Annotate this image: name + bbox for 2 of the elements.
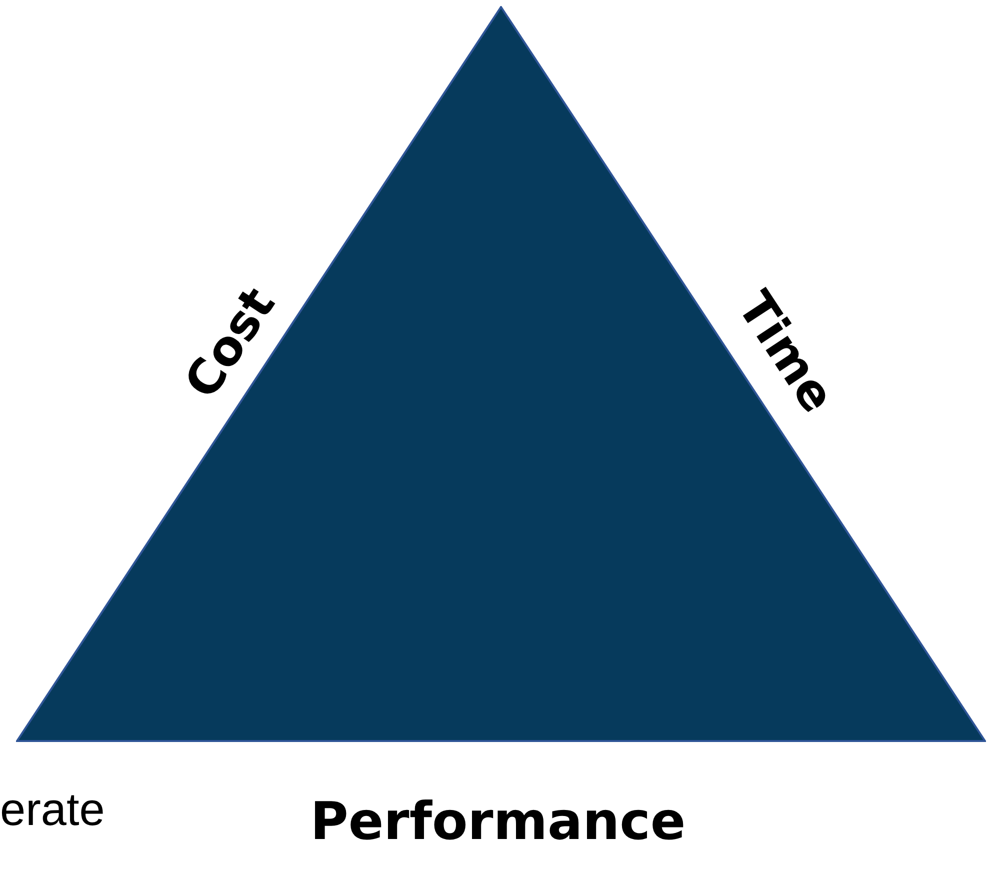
note-text: erate [0, 786, 105, 832]
side-label: Performance [310, 796, 686, 848]
